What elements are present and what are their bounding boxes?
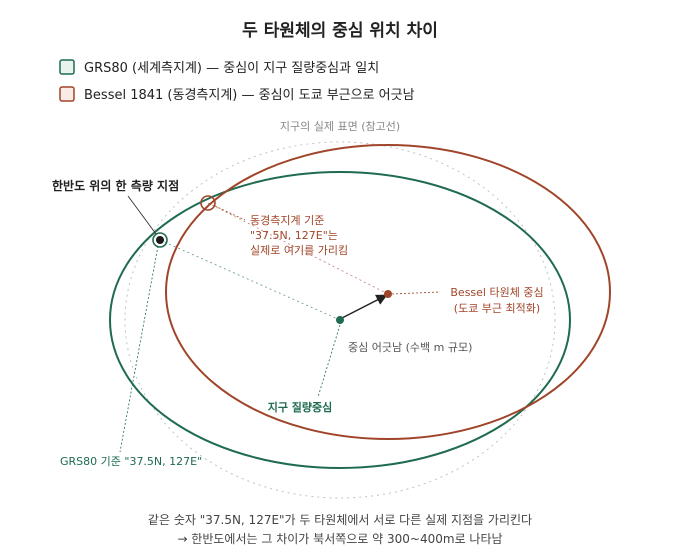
legend-swatch-grs80 (59, 59, 75, 75)
footer-line1: 같은 숫자 "37.5N, 127E"가 두 타원체에서 서로 다른 실제 지점… (148, 513, 532, 527)
grs80-point-ring (152, 232, 168, 248)
grs80-ellipse (109, 171, 571, 469)
legend: GRS80 (세계측지계) — 중심이 지구 질량중심과 일치 Bessel 1… (59, 59, 415, 103)
grs80-note-leader (119, 245, 159, 453)
bessel-center-label-line2: (도쿄 부근 최적화) (454, 302, 540, 315)
legend-label-grs80: GRS80 (세계측지계) — 중심이 지구 질량중심과 일치 (84, 61, 379, 76)
bessel-note-line1: 동경측지계 기준 (250, 214, 324, 227)
center-offset-label: 중심 어긋남 (수백 m 규모) (348, 341, 472, 354)
earth-center-dot (336, 316, 344, 324)
bessel-center-leader (391, 291, 441, 295)
legend-swatch-bessel (59, 86, 75, 102)
earth-surface-outline (124, 141, 556, 499)
bessel-note-leader (214, 205, 246, 221)
center-offset-arrow (341, 294, 388, 319)
bessel-center-label-line1: Bessel 타원체 중심 (450, 286, 543, 299)
bessel-note-line3: 실제로 여기를 가리킴 (250, 244, 348, 257)
earth-center-label: 지구 질량중심 (268, 400, 333, 414)
survey-point-label: 한반도 위의 한 측량 지점 (52, 178, 179, 193)
bessel-center-dot (384, 290, 392, 298)
diagram-title: 두 타원체의 중심 위치 차이 (242, 21, 438, 41)
grs80-point (156, 236, 164, 244)
survey-point-leader (127, 195, 157, 235)
bessel-note-line2: "37.5N, 127E"는 (250, 229, 338, 242)
footer-line2: → 한반도에서는 그 차이가 북서쪽으로 약 300~400m로 나타남 (177, 531, 502, 546)
bessel-ellipse (165, 144, 611, 440)
earth-surface-label: 지구의 실제 표면 (참고선) (280, 120, 400, 133)
bessel-guide-line (207, 202, 389, 295)
earth-center-leader (317, 324, 341, 398)
grs80-note-label: GRS80 기준 "37.5N, 127E" (60, 455, 202, 468)
bessel-point-ring (200, 195, 216, 211)
legend-label-bessel: Bessel 1841 (동경측지계) — 중심이 도쿄 부근으로 어긋남 (84, 88, 415, 103)
